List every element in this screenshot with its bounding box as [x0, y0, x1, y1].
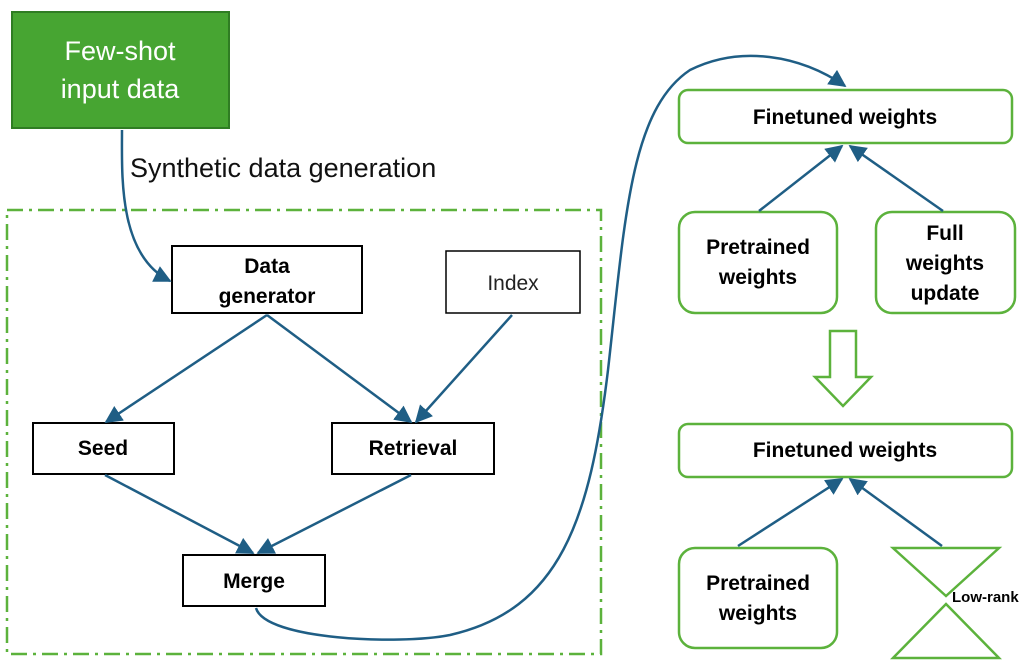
arrow-update-to-finetuned-top [848, 144, 944, 213]
pretrained-weights-bottom-node: Pretrained weights [677, 546, 839, 650]
pretrained-top-line1: Pretrained [706, 236, 810, 259]
finetuned-weights-bottom-label: Finetuned weights [753, 439, 937, 462]
arrow-seed-to-merge [104, 473, 255, 555]
synthetic-data-caption: Synthetic data generation [130, 153, 436, 183]
synthetic-generation-frame [5, 208, 603, 656]
arrow-index-to-retrieval [414, 314, 513, 424]
seed-node: Seed [32, 422, 175, 475]
finetuned-weights-top-node: Finetuned weights [677, 88, 1014, 145]
pretrained-top-line2: weights [718, 266, 797, 289]
pretrained-bottom-line1: Pretrained [706, 572, 810, 595]
arrow-generator-to-seed [104, 313, 268, 424]
few-shot-input-box: Few-shot input data [11, 11, 230, 129]
input-box-line2: input data [61, 74, 181, 104]
input-box-line1: Few-shot [64, 36, 176, 66]
low-rank-adapter-node: Low-rank [889, 546, 1019, 660]
data-generator-line1: Data [244, 255, 290, 278]
low-rank-bottom-triangle-icon [890, 602, 1002, 660]
arrow-lowrank-to-finetuned-bottom [848, 477, 943, 548]
retrieval-label: Retrieval [369, 437, 458, 460]
seed-label: Seed [78, 437, 128, 460]
merge-node: Merge [182, 554, 326, 607]
data-generator-node: Data generator [171, 245, 363, 314]
retrieval-node: Retrieval [331, 422, 495, 475]
finetuned-weights-top-label: Finetuned weights [753, 106, 937, 129]
pretrained-weights-top-node: Pretrained weights [677, 210, 839, 315]
arrow-merge-to-finetuned [254, 54, 847, 641]
arrow-retrieval-to-merge [256, 473, 412, 555]
full-update-line2: weights [905, 252, 984, 275]
finetuned-weights-bottom-node: Finetuned weights [677, 422, 1014, 479]
arrow-input-to-generator [120, 129, 172, 283]
arrow-pretrained-to-finetuned-top [758, 144, 844, 212]
data-generator-line2: generator [219, 285, 316, 308]
merge-label: Merge [223, 570, 285, 593]
index-label: Index [487, 272, 539, 295]
low-rank-label: Low-rank [952, 589, 1019, 606]
down-arrow-icon [812, 329, 874, 408]
arrow-pretrained-to-finetuned-bottom [737, 477, 844, 548]
full-update-line1: Full [926, 222, 963, 245]
pretrained-bottom-line2: weights [718, 602, 797, 625]
arrow-generator-to-retrieval [266, 313, 413, 424]
low-rank-top-triangle-icon [889, 546, 1003, 598]
full-update-line3: update [911, 282, 980, 305]
index-node: Index [445, 250, 581, 314]
full-weights-update-node: Full weights update [874, 210, 1017, 315]
